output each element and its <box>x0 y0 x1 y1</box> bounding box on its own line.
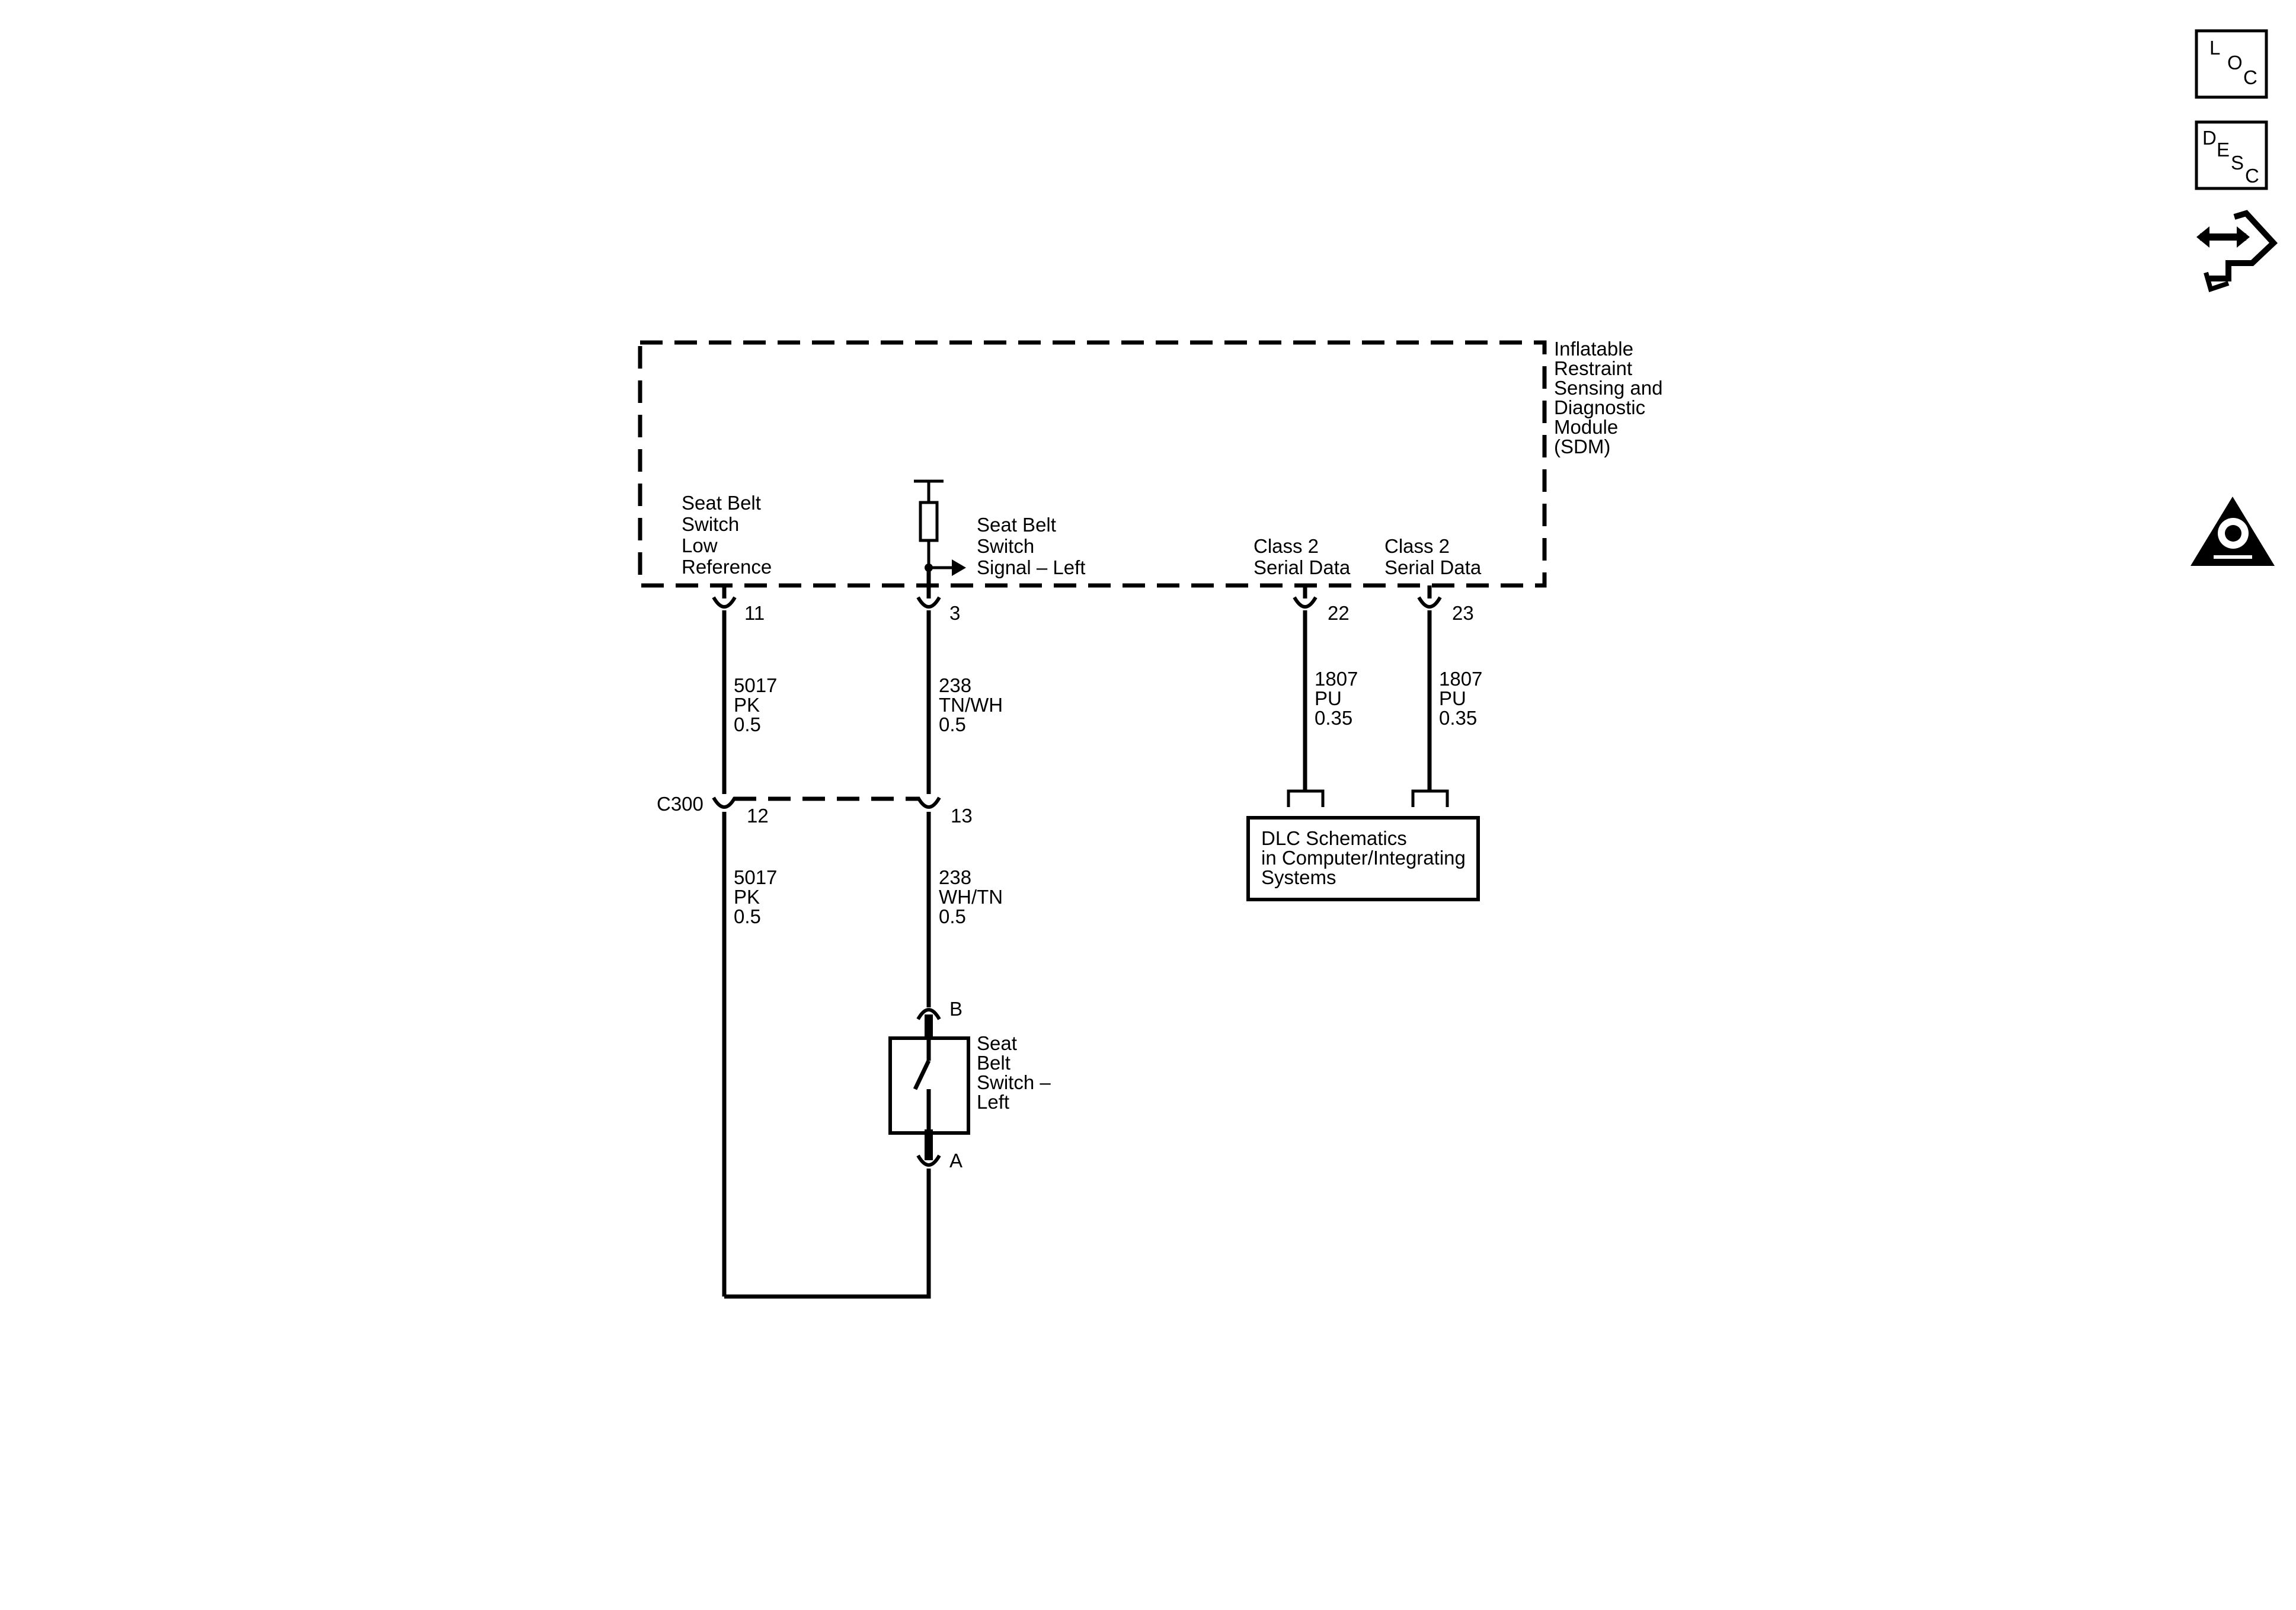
svg-text:238: 238 <box>939 866 971 888</box>
pin-11-label: 11 <box>744 602 765 624</box>
sdm-title-line-5: Module <box>1554 416 1618 438</box>
signal-label-3: Signal – Left <box>977 556 1085 578</box>
svg-text:WH/TN: WH/TN <box>939 886 1003 908</box>
switch-pin-b-label: B <box>949 998 962 1020</box>
pin-3-label: 3 <box>949 602 960 624</box>
class2-a-label-2: Serial Data <box>1253 556 1351 578</box>
svg-text:PU: PU <box>1439 687 1466 709</box>
dlc-box-line-1: DLC Schematics <box>1261 827 1407 849</box>
class2-a-label-1: Class 2 <box>1253 535 1319 557</box>
svg-text:0.5: 0.5 <box>734 905 761 927</box>
switch-pin-a-terminal <box>916 1154 941 1167</box>
desc-letter-s: S <box>2231 152 2244 174</box>
svg-text:1807: 1807 <box>1439 668 1482 690</box>
sdm-title-line-2: Restraint <box>1554 357 1632 379</box>
pin-23-terminal <box>1417 596 1442 609</box>
wire-238-upper-spec: 238 TN/WH 0.5 <box>939 674 1003 735</box>
svg-text:TN/WH: TN/WH <box>939 694 1003 716</box>
circuit-signal-left-label: Seat Belt Switch Signal – Left <box>977 514 1085 578</box>
svg-text:238: 238 <box>939 674 971 696</box>
circuit-low-reference-label: Seat Belt Switch Low Reference <box>682 492 772 578</box>
c300-pin-13-label: 13 <box>951 805 973 827</box>
svg-text:5017: 5017 <box>734 674 777 696</box>
c300-pin-12-terminal <box>712 796 737 809</box>
switch-pin-a-label: A <box>949 1150 962 1172</box>
switch-label-1: Seat <box>977 1032 1017 1054</box>
class2-b-label-1: Class 2 <box>1384 535 1450 557</box>
low-ref-label-2: Switch <box>682 513 739 535</box>
svg-text:0.5: 0.5 <box>734 713 761 735</box>
wire-1807-b-spec: 1807 PU 0.35 <box>1439 668 1482 729</box>
low-ref-label-4: Reference <box>682 556 772 578</box>
pin-22-label: 22 <box>1328 602 1350 624</box>
loc-letter-l: L <box>2209 37 2220 59</box>
desc-letter-e: E <box>2217 139 2230 161</box>
pin-23-label: 23 <box>1452 602 1474 624</box>
c300-pin-12-label: 12 <box>747 805 769 827</box>
sdm-title: Inflatable Restraint Sensing and Diagnos… <box>1554 338 1662 457</box>
pin-11-terminal <box>712 596 737 609</box>
wire-switch-return-loop <box>724 1169 931 1299</box>
circuit-class2-a-label: Class 2 Serial Data <box>1253 535 1351 578</box>
svg-text:PU: PU <box>1315 687 1342 709</box>
svg-text:PK: PK <box>734 694 760 716</box>
switch-label-4: Left <box>977 1091 1009 1113</box>
low-ref-label-1: Seat Belt <box>682 492 761 514</box>
sdm-title-line-4: Diagnostic <box>1554 396 1645 418</box>
signal-label-1: Seat Belt <box>977 514 1056 536</box>
dlc-connector-a <box>1287 789 1325 807</box>
low-ref-label-3: Low <box>682 534 718 556</box>
dlc-box-line-3: Systems <box>1261 866 1336 888</box>
wire-238-lower-spec: 238 WH/TN 0.5 <box>939 866 1003 927</box>
signal-label-2: Switch <box>977 535 1034 557</box>
airbag-warning-triangle-icon[interactable] <box>2191 497 2275 566</box>
connector-c300-label: C300 <box>657 793 703 815</box>
dlc-box-line-2: in Computer/Integrating <box>1261 847 1466 869</box>
pullup-resistor <box>914 479 966 576</box>
switch-label-2: Belt <box>977 1052 1011 1074</box>
seat-belt-switch-left <box>888 1036 970 1135</box>
c300-pin-13-terminal <box>916 796 941 809</box>
dlc-schematics-reference-box[interactable]: DLC Schematics in Computer/Integrating S… <box>1246 816 1480 901</box>
sdm-title-line-1: Inflatable <box>1554 338 1633 360</box>
switch-pin-b-terminal <box>916 1008 941 1020</box>
class2-b-label-2: Serial Data <box>1384 556 1482 578</box>
desc-letter-c: C <box>2245 165 2259 187</box>
sdm-title-line-6: (SDM) <box>1554 436 1610 457</box>
pin-3-terminal <box>916 596 941 609</box>
wire-5017-upper-spec: 5017 PK 0.5 <box>734 674 777 735</box>
seat-belt-switch-label: Seat Belt Switch – Left <box>977 1032 1051 1113</box>
pin-22-terminal <box>1293 596 1318 609</box>
circuit-class2-b-label: Class 2 Serial Data <box>1384 535 1482 578</box>
svg-text:0.5: 0.5 <box>939 905 966 927</box>
svg-text:0.5: 0.5 <box>939 713 966 735</box>
sdm-title-line-3: Sensing and <box>1554 377 1662 399</box>
svg-text:0.35: 0.35 <box>1439 707 1477 729</box>
loc-letter-o: O <box>2227 52 2243 73</box>
dlc-connector-b <box>1411 789 1449 807</box>
loc-icon[interactable]: L O C <box>2195 29 2268 99</box>
svg-text:0.35: 0.35 <box>1315 707 1352 729</box>
svg-text:PK: PK <box>734 886 760 908</box>
switch-label-3: Switch – <box>977 1071 1051 1093</box>
wire-1807-a-spec: 1807 PU 0.35 <box>1315 668 1358 729</box>
desc-icon[interactable]: D E S C <box>2195 120 2268 190</box>
sdm-module-outline <box>638 340 1547 588</box>
svg-text:5017: 5017 <box>734 866 777 888</box>
desc-letter-d: D <box>2202 127 2217 149</box>
wire-5017-lower-spec: 5017 PK 0.5 <box>734 866 777 927</box>
connector-wrench-icon[interactable] <box>2196 210 2278 293</box>
loc-letter-c: C <box>2243 66 2257 88</box>
svg-text:1807: 1807 <box>1315 668 1358 690</box>
